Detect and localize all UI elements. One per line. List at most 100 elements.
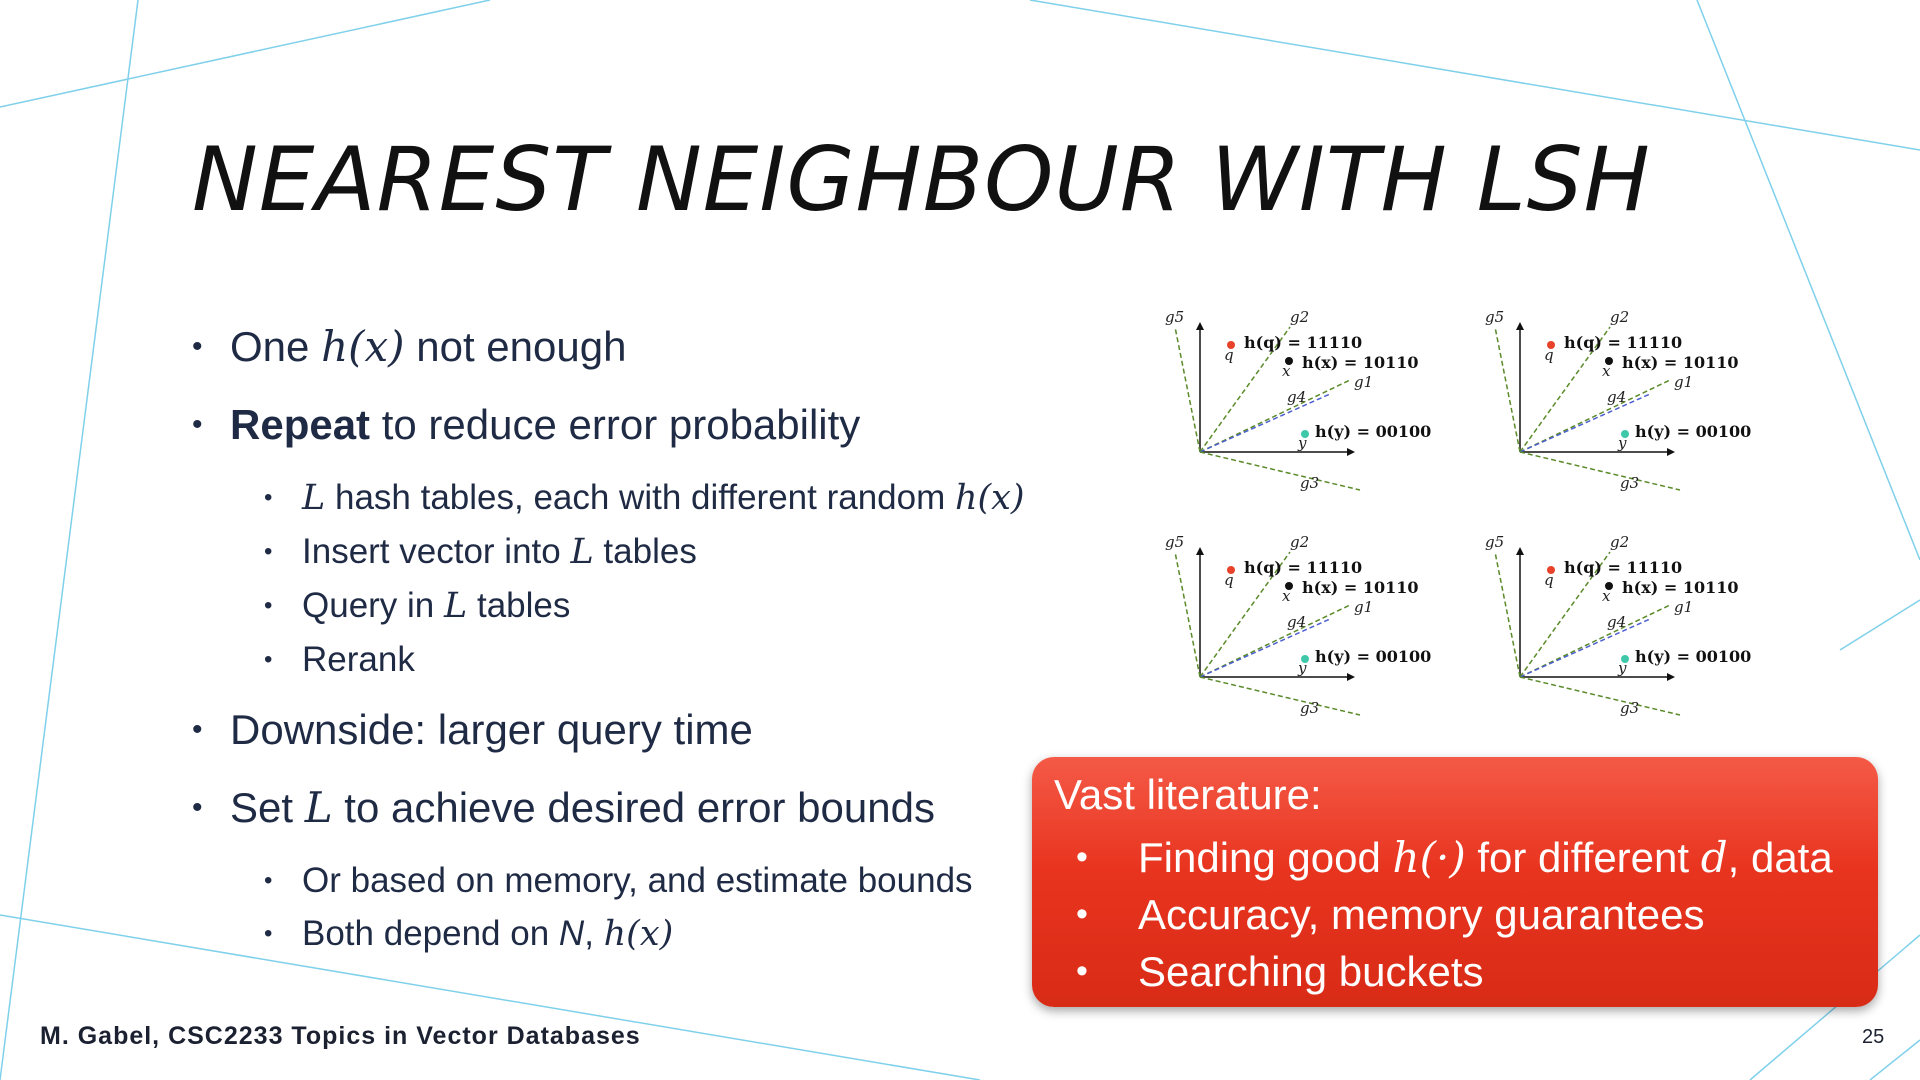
sub-bullet-query: Query in L tables [192, 582, 1052, 630]
g3-label: g3 [1620, 474, 1639, 492]
page-number: 25 [1862, 1026, 1885, 1048]
hq-label: h(q) = 11110 [1564, 558, 1682, 577]
g2-line [1519, 551, 1611, 678]
hx-label: h(x) = 10110 [1302, 578, 1419, 597]
y-axis-arrow [1196, 547, 1204, 555]
x-axis-arrow [1347, 448, 1355, 456]
sub-bullet-insert: Insert vector into L tables [192, 528, 1052, 576]
hx-label: h(x) = 10110 [1622, 578, 1739, 597]
g4-label: g4 [1287, 388, 1306, 406]
g1-line [1199, 379, 1351, 453]
sub-bullet-depend: Both depend on N, h(x) [192, 910, 1052, 958]
g1-line [1519, 379, 1671, 453]
g3-line [1199, 451, 1361, 491]
g5-line [1494, 326, 1521, 453]
x-label: x [1282, 587, 1291, 605]
q-label: q [1544, 571, 1554, 589]
g3-label: g3 [1300, 474, 1319, 492]
g1-line [1519, 604, 1671, 678]
g4-line [1199, 618, 1331, 678]
g4-line [1519, 618, 1651, 678]
g1-label: g1 [1354, 373, 1373, 391]
lsh-diagram-4: g5 g2 g1 g4 g3 q x y h(q) = 11110 h(x) =… [1480, 517, 1780, 717]
y-label: y [1617, 434, 1627, 452]
g1-label: g1 [1674, 373, 1693, 391]
g2-line [1199, 326, 1291, 453]
point-q [1227, 566, 1235, 574]
slide-title: NEAREST NEIGHBOUR WITH LSH [192, 128, 1651, 231]
point-q [1547, 341, 1555, 349]
q-label: q [1224, 571, 1234, 589]
hx-label: h(x) = 10110 [1302, 353, 1419, 372]
g3-line [1519, 451, 1681, 491]
lsh-diagram-svg: g5 g2 g1 g4 g3 q x y h(q) = 11110 h(x) =… [1485, 308, 1751, 492]
x-axis-arrow [1347, 673, 1355, 681]
g5-line [1174, 326, 1201, 453]
point-x [1605, 357, 1613, 365]
g2-label: g2 [1610, 308, 1629, 326]
bullet-downside: Downside: larger query time [192, 701, 1052, 759]
point-q [1547, 566, 1555, 574]
point-x [1605, 582, 1613, 590]
g2-label: g2 [1290, 533, 1309, 551]
y-label: y [1297, 659, 1307, 677]
footer-credit: M. Gabel, CSC2233 Topics in Vector Datab… [40, 1022, 641, 1050]
sub-bullet-hash-tables: L hash tables, each with different rando… [192, 474, 1052, 522]
g4-label: g4 [1607, 613, 1626, 631]
g2-line [1519, 326, 1611, 453]
bullet-list: One h(x) not enough Repeat to reduce err… [192, 318, 1052, 964]
hy-label: h(y) = 00100 [1635, 647, 1751, 666]
g5-line [1174, 551, 1201, 678]
x-label: x [1282, 362, 1291, 380]
x-label: x [1602, 362, 1611, 380]
y-label: y [1617, 659, 1627, 677]
x-label: x [1602, 587, 1611, 605]
hq-label: h(q) = 11110 [1564, 333, 1682, 352]
hy-label: h(y) = 00100 [1315, 422, 1431, 441]
lsh-diagram-3: g5 g2 g1 g4 g3 q x y h(q) = 11110 h(x) =… [1160, 517, 1460, 717]
lsh-diagram-1: g5 g2 g1 g4 g3 q x y h(q) = 11110 h(x) =… [1160, 292, 1460, 492]
y-axis-arrow [1196, 322, 1204, 330]
hy-label: h(y) = 00100 [1635, 422, 1751, 441]
y-label: y [1297, 434, 1307, 452]
callout-item-finding: Finding good h(·) for different d, data [1054, 829, 1833, 886]
g5-label: g5 [1165, 533, 1184, 551]
y-axis-arrow [1516, 322, 1524, 330]
bullet-one-hash: One h(x) not enough [192, 318, 1052, 376]
g4-label: g4 [1607, 388, 1626, 406]
g3-line [1199, 676, 1361, 716]
q-label: q [1544, 346, 1554, 364]
g3-line [1519, 676, 1681, 716]
g5-label: g5 [1485, 533, 1504, 551]
g4-line [1199, 393, 1331, 453]
point-x [1285, 357, 1293, 365]
callout-item-searching: Searching buckets [1054, 943, 1833, 1000]
bullet-set-l: Set L to achieve desired error bounds [192, 779, 1052, 837]
g5-label: g5 [1485, 308, 1504, 326]
hq-label: h(q) = 11110 [1244, 558, 1362, 577]
lsh-diagram-svg: g5 g2 g1 g4 g3 q x y h(q) = 11110 h(x) =… [1165, 533, 1431, 717]
g3-label: g3 [1300, 699, 1319, 717]
sub-bullet-rerank: Rerank [192, 636, 1052, 683]
hq-label: h(q) = 11110 [1244, 333, 1362, 352]
callout-list: Finding good h(·) for different d, data … [1054, 829, 1833, 1000]
x-axis-arrow [1667, 673, 1675, 681]
g1-label: g1 [1674, 598, 1693, 616]
q-label: q [1224, 346, 1234, 364]
lsh-diagram-svg: g5 g2 g1 g4 g3 q x y h(q) = 11110 h(x) =… [1485, 533, 1751, 717]
g5-line [1494, 551, 1521, 678]
hy-label: h(y) = 00100 [1315, 647, 1431, 666]
lsh-diagram-svg: g5 g2 g1 g4 g3 q x y h(q) = 11110 h(x) =… [1165, 308, 1431, 492]
bullet-repeat: Repeat to reduce error probability [192, 396, 1052, 454]
point-y [1301, 430, 1309, 438]
point-y [1621, 430, 1629, 438]
g5-label: g5 [1165, 308, 1184, 326]
point-q [1227, 341, 1235, 349]
g2-label: g2 [1290, 308, 1309, 326]
g2-label: g2 [1610, 533, 1629, 551]
g1-label: g1 [1354, 598, 1373, 616]
hx-label: h(x) = 10110 [1622, 353, 1739, 372]
literature-callout: Vast literature: Finding good h(·) for d… [1032, 757, 1878, 1007]
callout-heading: Vast literature: [1054, 771, 1322, 818]
